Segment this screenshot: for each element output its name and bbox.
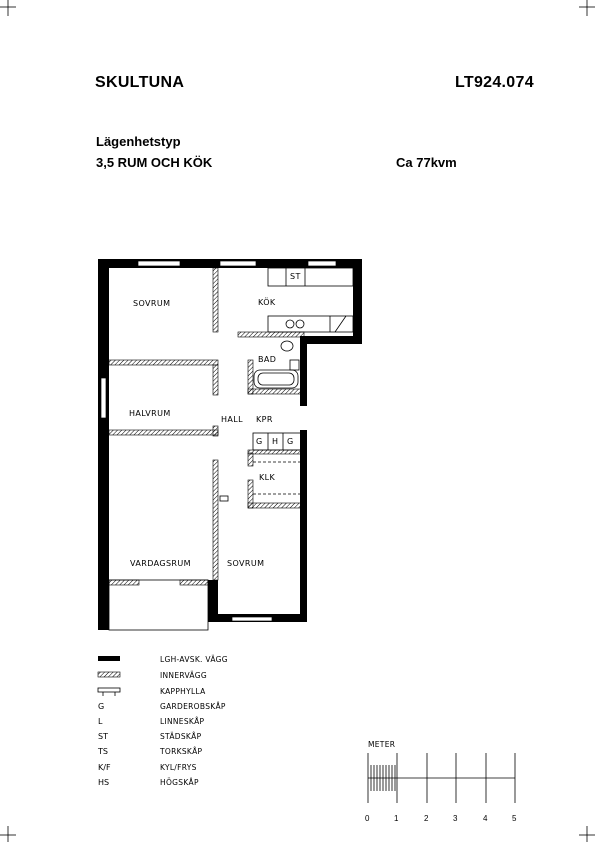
legend-code: G — [98, 702, 105, 711]
project-name: SKULTUNA — [95, 74, 185, 91]
room-label-hall: HALL — [221, 415, 244, 424]
legend-label: LINNESKÅP — [160, 717, 205, 726]
exterior-walls — [98, 259, 362, 630]
apartment-type-value: 3,5 RUM OCH KÖK — [96, 155, 213, 170]
room-label-halvrum: HALVRUM — [129, 409, 171, 418]
legend-label: INNERVÄGG — [160, 671, 207, 680]
room-label-sovrum-2: SOVRUM — [227, 559, 265, 568]
room-label-kok: KÖK — [258, 298, 276, 307]
scale-tick: 1 — [394, 814, 399, 823]
windows — [100, 260, 337, 622]
closet-label-st: ST — [290, 272, 301, 281]
legend-code: TS — [98, 747, 108, 756]
scale-label: METER — [368, 740, 396, 749]
legend-label: STÄDSKÅP — [160, 732, 202, 741]
legend-code: HS — [98, 778, 110, 787]
scale-tick: 2 — [424, 814, 429, 823]
interior-walls — [108, 267, 305, 581]
coat-shelf — [219, 495, 229, 502]
legend-label: KAPPHYLLA — [160, 687, 206, 696]
legend-code: K/F — [98, 763, 111, 772]
scale-tick: 3 — [453, 814, 458, 823]
room-label-bad: BAD — [258, 355, 277, 364]
closet-label-h: H — [272, 437, 279, 446]
scale-tick: 4 — [483, 814, 488, 823]
room-label-kpr: KPR — [256, 415, 273, 424]
closet-label-g-2: G — [287, 437, 294, 446]
room-label-klk: KLK — [259, 473, 276, 482]
closet-label-g-1: G — [256, 437, 263, 446]
closets — [252, 432, 304, 495]
legend-label: GARDEROBSKÅP — [160, 702, 226, 711]
scale-bar — [367, 753, 516, 803]
scale-tick: 0 — [365, 814, 370, 823]
legend-label: TORKSKÅP — [160, 747, 203, 756]
legend-label: KYL/FRYS — [160, 763, 197, 772]
balcony — [108, 579, 209, 631]
legend-code: L — [98, 717, 103, 726]
legend-code: ST — [98, 732, 108, 741]
bathroom-fixtures — [253, 340, 300, 389]
legend-label: LGH-AVSK. VÄGG — [160, 655, 228, 664]
drawing-code: LT924.074 — [455, 74, 534, 91]
kitchen-fittings — [267, 267, 354, 333]
apartment-area: Ca 77kvm — [396, 155, 457, 170]
room-label-sovrum-1: SOVRUM — [133, 299, 171, 308]
room-label-vardagsrum: VARDAGSRUM — [130, 559, 191, 568]
legend-symbols — [97, 656, 121, 696]
scale-tick: 5 — [512, 814, 517, 823]
apartment-type-label: Lägenhetstyp — [96, 134, 181, 149]
legend-label: HÖGSKÅP — [160, 778, 199, 787]
